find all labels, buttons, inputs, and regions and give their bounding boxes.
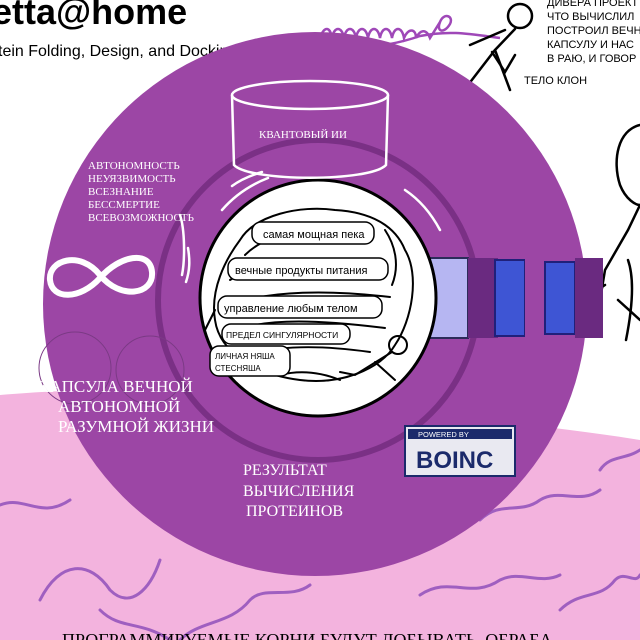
faint-circles [38, 331, 185, 405]
quantum-cylinder [230, 79, 390, 179]
band [427, 257, 603, 339]
speech-text: ДИВЕРА ПРОЕКТ ЧТО ВЫЧИСЛИЛ ПОСТРОИЛ ВЕЧН… [547, 0, 640, 65]
right-figure [588, 123, 640, 342]
speech-line-4: КАПСУЛУ И НАС [547, 39, 634, 51]
attribute-4: БЕССМЕРТИЕ [88, 199, 160, 211]
attribute-1: АВТОНОМНОСТЬ [88, 160, 180, 172]
attributes-list: АВТОНОМНОСТЬ НЕУЯЗВИМОСТЬ ВСЕЗНАНИЕ БЕСС… [88, 160, 194, 224]
brain-label-boxes [209, 221, 389, 377]
boinc-logo: BOINC [416, 447, 493, 474]
quantum-ai-label: КВАНТОВЫЙ ИИ [259, 129, 347, 141]
header-logo: etta@home [0, 0, 187, 32]
arc-strokes [178, 170, 442, 284]
capsule-title: КАПСУЛА ВЕЧНОЙ АВТОНОМНОЙ РАЗУМНОЙ ЖИЗНИ [38, 377, 214, 436]
attribute-3: ВСЕЗНАНИЕ [88, 186, 154, 198]
result-line-2: ВЫЧИСЛЕНИЯ [243, 483, 355, 500]
clone-label: ТЕЛО КЛОН [524, 75, 587, 87]
capsule-title-line-2: АВТОНОМНОЙ [58, 397, 180, 416]
brain-label-6: СТЕСНЯША [215, 364, 261, 373]
brain-label-3: управление любым телом [224, 303, 358, 315]
brain-label-2: вечные продукты питания [235, 265, 368, 277]
capsule-title-line-1: КАПСУЛА ВЕЧНОЙ [38, 377, 193, 396]
stick-figure [466, 2, 534, 92]
attribute-5: ВСЕВОЗМОЖНОСТЬ [88, 212, 194, 224]
brain-label-5: ЛИЧНАЯ НЯША [215, 352, 275, 361]
boinc-badge: POWERED BY BOINC [404, 425, 516, 477]
result-text: РЕЗУЛЬТАТ ВЫЧИСЛЕНИЯ ПРОТЕИНОВ [243, 462, 355, 520]
brain-label-4: ПРЕДЕЛ СИНГУЛЯРНОСТИ [226, 330, 338, 340]
result-line-1: РЕЗУЛЬТАТ [243, 462, 327, 479]
speech-line-3: ПОСТРОИЛ ВЕЧНУЮ [547, 25, 640, 37]
infinity-icon [47, 254, 155, 298]
speech-line-1: ДИВЕРА ПРОЕКТ [547, 0, 638, 9]
speech-line-2: ЧТО ВЫЧИСЛИЛ [547, 11, 634, 23]
speech-line-5: В РАЮ, И ГОВОР [547, 53, 636, 65]
result-line-3: ПРОТЕИНОВ [246, 503, 343, 520]
brain-label-1: самая мощная пека [263, 229, 365, 241]
capsule-title-line-3: РАЗУМНОЙ ЖИЗНИ [58, 417, 214, 436]
bottom-text: ПРОГРАММИРУЕМЫЕ КОРНИ БУДУТ ДОБЫВАТЬ, ОБ… [62, 630, 552, 640]
boinc-powered-by: POWERED BY [418, 430, 469, 439]
attribute-2: НЕУЯЗВИМОСТЬ [88, 173, 176, 185]
header-tagline: tein Folding, Design, and Docking [0, 43, 237, 60]
